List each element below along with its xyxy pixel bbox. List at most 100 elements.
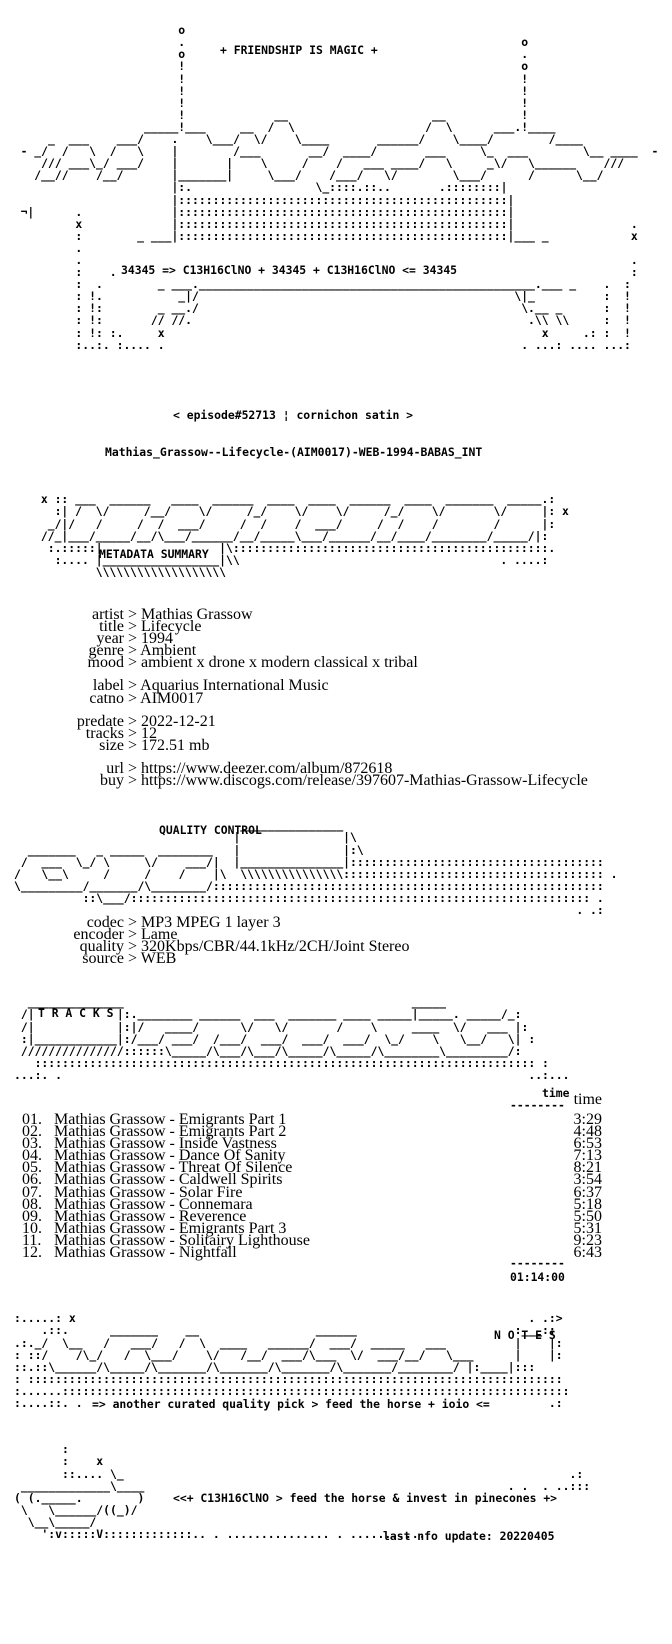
meta-value: 1994 bbox=[141, 630, 174, 648]
header-motto: + FRIENDSHIP IS MAGIC + bbox=[220, 43, 378, 57]
meta-url-link[interactable]: https://www.deezer.com/album/872618 bbox=[141, 759, 393, 777]
track-time: 7:13 bbox=[573, 1147, 602, 1165]
quality-value: 320Kbps/CBR/44.1kHz/2CH/Joint Stereo bbox=[141, 938, 410, 956]
meta-key: year bbox=[96, 630, 124, 648]
track-title: Mathias Grassow - Emigrants Part 2 bbox=[54, 1123, 287, 1141]
notes-section-title: N O T E S bbox=[494, 1328, 556, 1342]
quality-value: Lame bbox=[141, 926, 178, 944]
meta-value: Lifecycle bbox=[141, 618, 202, 636]
time-header-rule: -------- bbox=[510, 1098, 565, 1112]
time-header: time bbox=[573, 1091, 602, 1108]
meta-row-label: label > Aquarius International Music bbox=[60, 677, 588, 694]
footer-art: : : x ::.... \_ .: _____________\____ . … bbox=[14, 1442, 591, 1542]
track-number: 05. bbox=[22, 1159, 42, 1177]
track-time: 5:31 bbox=[573, 1219, 602, 1237]
track-row: 03. Mathias Grassow - Inside Vastness 6:53 bbox=[22, 1135, 602, 1152]
meta-key: artist bbox=[92, 606, 124, 623]
meta-value: Ambient bbox=[140, 642, 197, 660]
last-update: last nfo update: 20220405 bbox=[383, 1529, 555, 1543]
meta-value: 12 bbox=[141, 724, 158, 742]
track-row: 04. Mathias Grassow - Dance Of Sanity 7:13 bbox=[22, 1147, 602, 1164]
track-title: Mathias Grassow - Inside Vastness bbox=[54, 1135, 277, 1153]
track-title: Mathias Grassow - Solar Fire bbox=[54, 1183, 243, 1201]
quality-key: encoder bbox=[73, 926, 124, 944]
track-number: 12. bbox=[22, 1244, 42, 1262]
quality-section-title: QUALITY CONTROL bbox=[159, 823, 262, 837]
meta-key: catno bbox=[89, 689, 124, 707]
track-number: 09. bbox=[22, 1207, 42, 1225]
track-title: Mathias Grassow - Threat Of Silence bbox=[54, 1159, 293, 1177]
quality-row-codec: codec > MP3 MPEG 1 layer 3 bbox=[60, 914, 409, 931]
track-time: 5:18 bbox=[573, 1195, 602, 1213]
quality-key: codec bbox=[86, 914, 124, 931]
notes-banner-art: :.....: x . .:> .::. _______ __ ______ :… bbox=[14, 1311, 570, 1411]
quality-key: source bbox=[82, 950, 124, 968]
meta-value: Mathias Grassow bbox=[141, 606, 253, 623]
track-time: 6:43 bbox=[573, 1244, 602, 1262]
meta-buy-link[interactable]: https://www.discogs.com/release/397607-M… bbox=[141, 772, 588, 790]
quality-row-quality: quality > 320Kbps/CBR/44.1kHz/2CH/Joint … bbox=[60, 938, 410, 955]
track-number: 07. bbox=[22, 1183, 42, 1201]
meta-row-size: size > 172.51 mb bbox=[60, 737, 588, 754]
meta-key: buy bbox=[100, 772, 124, 790]
track-row: 02. Mathias Grassow - Emigrants Part 2 4:4… bbox=[22, 1123, 602, 1140]
meta-key: title bbox=[99, 618, 124, 636]
meta-value: ambient x drone x modern classical x tri… bbox=[141, 654, 418, 672]
meta-value: AIM0017 bbox=[140, 689, 204, 707]
meta-row-buy: buy > https://www.discogs.com/release/39… bbox=[60, 772, 588, 789]
meta-value: 172.51 mb bbox=[141, 736, 210, 754]
meta-key: genre bbox=[88, 642, 124, 660]
track-title: Mathias Grassow - Dance Of Sanity bbox=[54, 1147, 286, 1165]
track-number: 03. bbox=[22, 1135, 42, 1153]
meta-value: Aquarius International Music bbox=[140, 677, 329, 695]
quality-row-encoder: encoder > Lame bbox=[60, 926, 409, 943]
meta-row-tracks: tracks > 12 bbox=[60, 725, 588, 742]
quality-banner-art: _______________ | |\ _______ _ _____ ___… bbox=[14, 818, 618, 918]
track-number: 02. bbox=[22, 1123, 42, 1141]
tracks-banner-art: ______________ _____ /| |:.________ ____… bbox=[14, 995, 570, 1082]
track-time: 4:48 bbox=[573, 1123, 602, 1141]
total-rule: -------- bbox=[510, 1256, 565, 1270]
metadata-section-title: METADATA SUMMARY bbox=[99, 547, 209, 561]
meta-key: label bbox=[92, 677, 124, 695]
meta-value: 2022-12-21 bbox=[141, 712, 216, 730]
meta-row-genre: genre > Ambient bbox=[60, 642, 588, 659]
meta-key: size bbox=[99, 736, 124, 754]
track-title: Mathias Grassow - Solitairy Lighthouse bbox=[54, 1231, 310, 1249]
track-number: 04. bbox=[22, 1147, 42, 1165]
episode-line: < episode#52713 ¦ cornichon satin > bbox=[173, 408, 414, 422]
tracklist: time bbox=[22, 1091, 602, 1187]
tracks-section-title: T R A C K S bbox=[38, 1006, 114, 1020]
metadata-banner-art: x :: ___ ______ ____ ______ ____ ____ __… bbox=[40, 492, 569, 579]
meta-row-mood: mood > ambient x drone x modern classica… bbox=[60, 654, 588, 671]
track-row: 11. Mathias Grassow - Solitairy Lighthous… bbox=[22, 1232, 602, 1249]
header-formula: 34345 => C13H16ClNO + 34345 + C13H16ClNO… bbox=[121, 263, 458, 277]
meta-row-predate: predate > 2022-12-21 bbox=[60, 713, 588, 730]
meta-key: tracks bbox=[85, 724, 124, 742]
track-time: 9:23 bbox=[573, 1231, 602, 1249]
track-title: Mathias Grassow - Reverence bbox=[54, 1207, 247, 1225]
track-number: 01. bbox=[22, 1111, 42, 1128]
meta-key: url bbox=[106, 759, 124, 777]
track-title: Mathias Grassow - Connemara bbox=[54, 1195, 253, 1213]
footer-line: <<+ C13H16ClNO > feed the horse & invest… bbox=[173, 1491, 558, 1505]
track-number: 11. bbox=[22, 1231, 42, 1249]
meta-key: mood bbox=[87, 654, 124, 672]
track-number: 06. bbox=[22, 1171, 42, 1189]
metadata-list: artist > Mathias Grassow title > Lifecyc… bbox=[60, 606, 588, 789]
track-time: 6:53 bbox=[573, 1135, 602, 1153]
meta-row-year: year > 1994 bbox=[60, 630, 588, 647]
meta-row-title: title > Lifecycle bbox=[60, 618, 588, 635]
meta-key: predate bbox=[76, 712, 124, 730]
track-time: 3:29 bbox=[573, 1111, 602, 1128]
release-name: Mathias_Grassow--Lifecycle-(AIM0017)-WEB… bbox=[105, 445, 483, 459]
track-title: Mathias Grassow - Caldwell Spirits bbox=[54, 1171, 283, 1189]
meta-row-catno: catno > AIM0017 bbox=[60, 690, 588, 707]
nfo-ascii-art: o . o o . ! bbox=[20, 23, 659, 352]
